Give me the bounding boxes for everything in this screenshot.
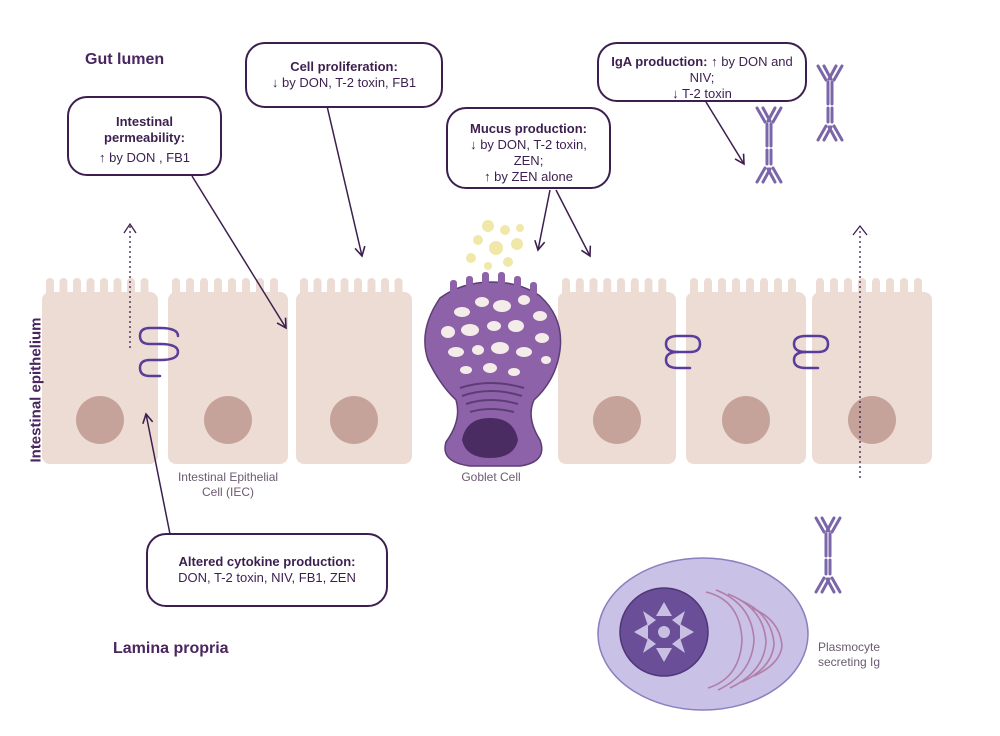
tight-junction <box>138 326 180 378</box>
microvilli <box>172 278 278 304</box>
transport-arrow <box>123 222 137 348</box>
epithelial-cell <box>168 278 288 464</box>
proliferation-arrow <box>326 105 366 258</box>
cell-body <box>558 292 676 464</box>
plasmocyte-caption: Plasmocyte secreting Ig <box>818 640 908 670</box>
mucus-arrow <box>555 189 592 258</box>
mucus-callout: Mucus production: ↓ by DON, T-2 toxin, Z… <box>446 107 611 189</box>
plasmocyte-caption-line-2: secreting Ig <box>818 655 881 669</box>
cell-nucleus <box>76 396 124 444</box>
cell-body <box>686 292 806 464</box>
microvilli <box>816 278 922 304</box>
iga-effect-2: ↓ T-2 toxin <box>672 86 732 101</box>
cytokine-effect: DON, T-2 toxin, NIV, FB1, ZEN <box>178 570 356 585</box>
cell-body <box>812 292 932 464</box>
cell-body <box>168 292 288 464</box>
permeability-callout: Intestinal permeability: ↑ by DON , FB1 <box>67 96 222 176</box>
permeability-effect: ↑ by DON , FB1 <box>98 150 191 165</box>
mucus-arrow <box>534 189 551 252</box>
iga-line-1: IgA production: ↑ by DON and NIV; <box>607 54 797 86</box>
permeability-arrow <box>191 175 287 330</box>
iga-callout: IgA production: ↑ by DON and NIV; ↓ T-2 … <box>597 42 807 102</box>
cell-nucleus <box>848 396 896 444</box>
plasmocyte-caption-line-1: Plasmocyte <box>818 640 881 654</box>
gut-lumen-label: Gut lumen <box>85 51 165 68</box>
iga-title: IgA production: <box>611 54 708 69</box>
cell-body <box>296 292 412 464</box>
proliferation-effect: ↓ by DON, T-2 toxin, FB1 <box>271 75 417 90</box>
microvilli <box>690 278 796 304</box>
tight-junction <box>792 334 830 370</box>
iec-caption-line-2: Cell (IEC) <box>201 485 254 499</box>
cell-body <box>42 292 158 464</box>
cytokine-title: Altered cytokine production: <box>178 554 356 569</box>
goblet-cell-body <box>424 281 562 467</box>
antibody <box>816 64 844 142</box>
cytokine-arrow <box>142 412 171 535</box>
epithelial-cell <box>42 278 158 464</box>
cell-nucleus <box>330 396 378 444</box>
goblet-microvilli <box>450 272 537 296</box>
iga-arrow <box>705 101 745 166</box>
epithelial-cell <box>812 278 932 464</box>
antibody-group <box>755 64 844 594</box>
goblet-mucin-granules <box>441 295 551 376</box>
iec-caption-line-1: Intestinal Epithelial <box>177 470 279 484</box>
mucus-droplets <box>466 220 524 270</box>
microvilli <box>562 278 667 304</box>
goblet-caption: Goblet Cell <box>461 470 521 484</box>
cell-nucleus <box>722 396 770 444</box>
cell-nucleus <box>593 396 641 444</box>
cell-nucleus <box>204 396 252 444</box>
epithelial-cell <box>686 278 806 464</box>
plasmocyte-er <box>705 589 783 691</box>
proliferation-title: Cell proliferation: <box>290 59 398 74</box>
mucus-effect-2: ↑ by ZEN alone <box>484 169 573 184</box>
goblet-nucleus <box>462 418 518 458</box>
proliferation-callout: Cell proliferation: ↓ by DON, T-2 toxin,… <box>245 42 443 108</box>
transport-arrow <box>852 224 868 478</box>
microvilli <box>46 278 149 304</box>
intestinal-epithelium-label: Intestinal epithelium <box>27 317 45 463</box>
goblet-cell <box>424 272 562 467</box>
iec-caption: Intestinal Epithelial Cell (IEC) <box>160 470 296 500</box>
lamina-propria-label: Lamina propria <box>113 640 229 657</box>
epithelial-cell <box>296 278 412 464</box>
antibody <box>755 106 783 184</box>
mucus-title: Mucus production: <box>470 121 587 136</box>
mucus-effect-1: ↓ by DON, T-2 toxin, ZEN; <box>470 137 587 168</box>
microvilli <box>300 278 403 304</box>
goblet-golgi <box>459 382 525 413</box>
cytokine-callout: Altered cytokine production: DON, T-2 to… <box>146 533 388 607</box>
plasmocyte-chromatin <box>634 602 694 662</box>
antibody <box>814 516 842 594</box>
epithelial-cell <box>558 278 676 464</box>
epithelial-cell-layer <box>42 278 932 464</box>
iga-effect-1: ↑ by DON and NIV; <box>689 54 793 85</box>
plasmocyte <box>597 557 809 711</box>
permeability-title: Intestinal permeability: <box>104 114 185 145</box>
tight-junction <box>664 334 702 370</box>
